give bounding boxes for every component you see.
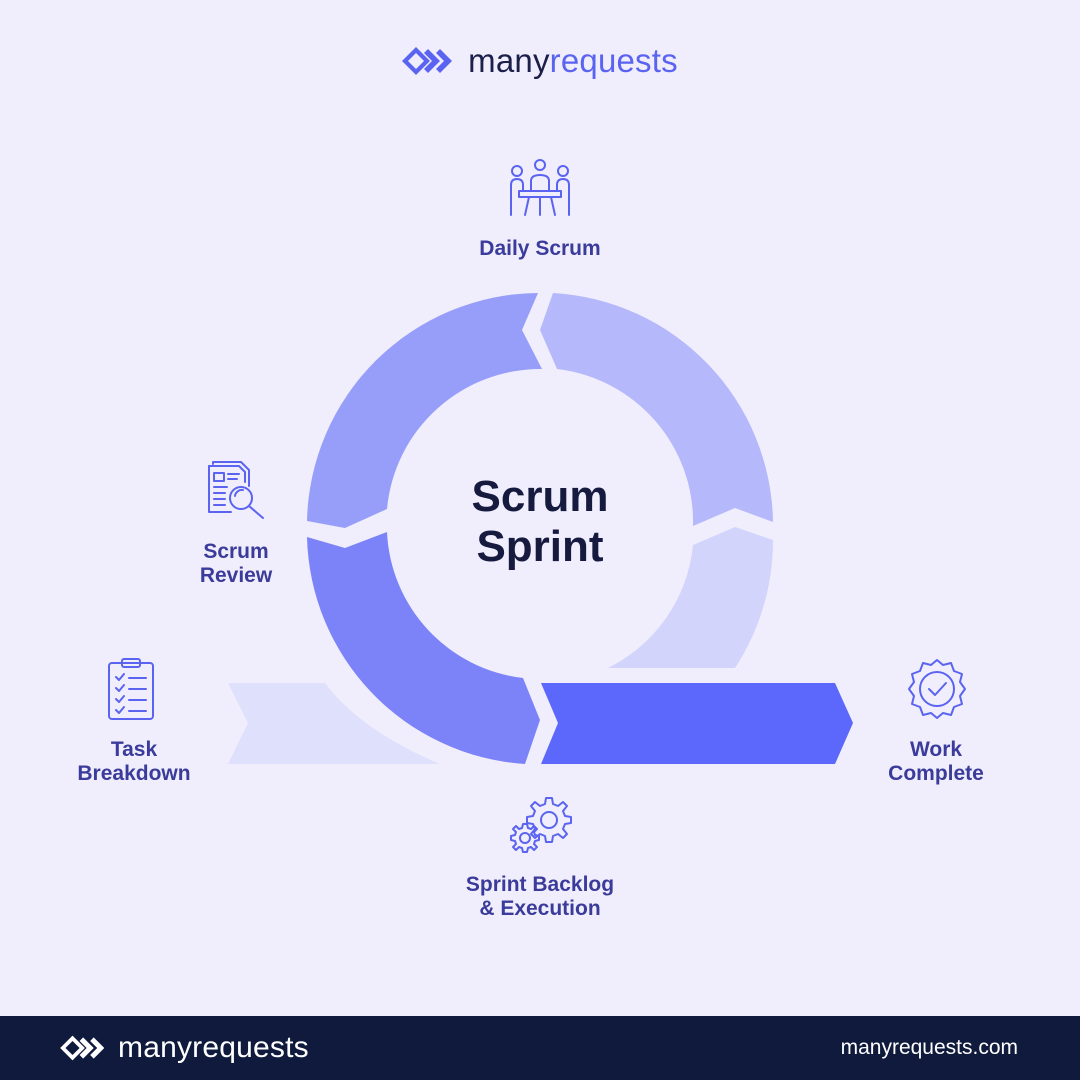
stage-work-complete-line1: Work bbox=[909, 738, 963, 761]
footer-logo-mark-icon bbox=[60, 1035, 105, 1061]
stage-task-breakdown-label: Task Breakdown bbox=[14, 738, 254, 786]
cycle-segment-top-right bbox=[540, 293, 773, 526]
center-title: Scrum Sprint bbox=[390, 472, 690, 572]
gears-icon bbox=[510, 797, 572, 853]
logo-mark-icon bbox=[402, 47, 453, 75]
center-title-line2: Sprint bbox=[476, 522, 604, 571]
stage-scrum-review-line1: Scrum bbox=[203, 540, 269, 563]
footer-logo: manyrequests bbox=[60, 1016, 309, 1080]
cycle-segment-bottom-left bbox=[307, 532, 540, 764]
stage-task-breakdown-line1: Task bbox=[110, 738, 158, 761]
document-search-icon bbox=[208, 461, 264, 519]
footer-website-link[interactable]: manyrequests.com bbox=[840, 1036, 1018, 1059]
team-meeting-icon bbox=[510, 159, 570, 216]
cycle-segment-bottom-right bbox=[608, 527, 774, 668]
footer-brand-name: manyrequests bbox=[118, 1031, 309, 1064]
stage-work-complete-label: Work Complete bbox=[816, 738, 1056, 786]
stage-sprint-backlog-line2: & Execution bbox=[479, 897, 601, 920]
stage-task-breakdown-line2: Breakdown bbox=[77, 762, 191, 785]
header-logo: manyrequests bbox=[0, 38, 1080, 84]
footer-bar: manyrequests manyrequests.com bbox=[0, 1016, 1080, 1080]
clipboard-checklist-icon bbox=[108, 658, 154, 720]
cycle-segment-top-left bbox=[307, 293, 542, 528]
stage-scrum-review-line2: Review bbox=[199, 564, 273, 587]
stage-sprint-backlog-label: Sprint Backlog & Execution bbox=[420, 873, 660, 921]
badge-check-icon bbox=[908, 659, 966, 719]
stage-sprint-backlog-line1: Sprint Backlog bbox=[465, 873, 615, 896]
center-title-line1: Scrum bbox=[471, 472, 609, 521]
incoming-arrow bbox=[228, 683, 440, 764]
stage-daily-scrum-label: Daily Scrum bbox=[479, 237, 601, 260]
stage-work-complete-line2: Complete bbox=[888, 762, 984, 785]
brand-name: manyrequests bbox=[468, 42, 678, 79]
sprint-cycle-diagram bbox=[228, 293, 853, 764]
outgoing-arrow bbox=[541, 683, 853, 764]
stage-scrum-review-label: Scrum Review bbox=[116, 540, 356, 588]
